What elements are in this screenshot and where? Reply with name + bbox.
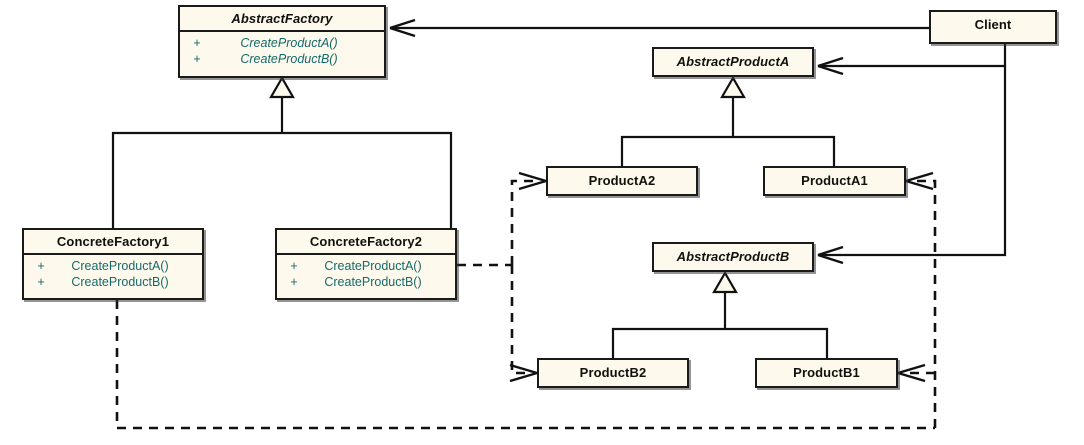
compartment-divider bbox=[24, 253, 202, 255]
edge-client-to-abstractproducta bbox=[817, 44, 1007, 76]
class-title-abstract-factory: AbstractFactory bbox=[231, 11, 333, 26]
class-title-product-a1: ProductA1 bbox=[801, 173, 868, 188]
operation-visibility: + bbox=[37, 259, 45, 273]
class-title-product-a2: ProductA2 bbox=[588, 173, 656, 188]
operation-name: CreateProductB() bbox=[71, 275, 169, 289]
hollow-triangle-abstractfactory bbox=[269, 75, 295, 99]
operation-name: CreateProductA() bbox=[240, 36, 338, 50]
class-box-product-a2[interactable]: ProductA2 bbox=[546, 166, 698, 196]
operations-compartment: + CreateProductA() + CreateProductB() bbox=[180, 32, 384, 71]
edge-concretefactory1-dependencies bbox=[115, 179, 937, 430]
class-box-client[interactable]: Client bbox=[929, 10, 1057, 44]
operations-compartment: + CreateProductA() + CreateProductB() bbox=[24, 255, 202, 294]
arrowheads-concretefactory1-dependencies bbox=[897, 171, 934, 383]
class-box-abstract-factory[interactable]: AbstractFactory + CreateProductA() + Cre… bbox=[178, 5, 386, 78]
hollow-triangle-abstractproductb bbox=[712, 270, 738, 294]
hollow-triangle-abstractproducta bbox=[720, 75, 746, 99]
class-box-concrete-factory1[interactable]: ConcreteFactory1 + CreateProductA() + Cr… bbox=[22, 228, 204, 300]
class-title-product-b1: ProductB1 bbox=[793, 365, 860, 380]
class-box-abstract-product-a[interactable]: AbstractProductA bbox=[652, 47, 814, 77]
class-title-abstract-product-a: AbstractProductA bbox=[676, 54, 790, 69]
operation-row: + CreateProductB() bbox=[184, 51, 380, 67]
operation-visibility: + bbox=[193, 52, 201, 66]
edge-concretefactory2-dependencies bbox=[457, 179, 540, 375]
edge-client-to-abstractfactory bbox=[389, 18, 929, 38]
operation-visibility: + bbox=[290, 275, 298, 289]
edge-producta-to-abstractproducta bbox=[620, 75, 836, 166]
class-title-abstract-product-b: AbstractProductB bbox=[676, 249, 790, 264]
operation-name: CreateProductB() bbox=[324, 275, 422, 289]
operation-visibility: + bbox=[37, 275, 45, 289]
class-box-product-b2[interactable]: ProductB2 bbox=[537, 358, 689, 388]
operation-name: CreateProductA() bbox=[71, 259, 169, 273]
edge-client-to-abstractproductb bbox=[817, 66, 1007, 265]
operation-row: + CreateProductA() bbox=[28, 258, 198, 274]
operation-row: + CreateProductA() bbox=[184, 35, 380, 51]
class-title-concrete-factory2: ConcreteFactory2 bbox=[309, 234, 423, 249]
class-title-product-b2: ProductB2 bbox=[579, 365, 647, 380]
class-box-concrete-factory2[interactable]: ConcreteFactory2 + CreateProductA() + Cr… bbox=[275, 228, 457, 300]
operation-visibility: + bbox=[193, 36, 201, 50]
edge-productb-to-abstractproductb bbox=[611, 270, 829, 358]
operation-name: CreateProductB() bbox=[240, 52, 338, 66]
operation-row: + CreateProductB() bbox=[281, 274, 451, 290]
operation-row: + CreateProductA() bbox=[281, 258, 451, 274]
edge-concretefactories-to-abstractfactory bbox=[111, 75, 453, 228]
compartment-divider bbox=[277, 253, 455, 255]
arrowheads-concretefactory2-dependencies bbox=[509, 171, 547, 383]
class-box-product-a1[interactable]: ProductA1 bbox=[763, 166, 906, 196]
operations-compartment: + CreateProductA() + CreateProductB() bbox=[277, 255, 455, 294]
class-box-abstract-product-b[interactable]: AbstractProductB bbox=[652, 242, 814, 272]
operation-row: + CreateProductB() bbox=[28, 274, 198, 290]
class-title-concrete-factory1: ConcreteFactory1 bbox=[56, 234, 170, 249]
operation-name: CreateProductA() bbox=[324, 259, 422, 273]
compartment-divider bbox=[180, 30, 384, 32]
class-title-client: Client bbox=[974, 17, 1012, 32]
operation-visibility: + bbox=[290, 259, 298, 273]
class-box-product-b1[interactable]: ProductB1 bbox=[755, 358, 898, 388]
